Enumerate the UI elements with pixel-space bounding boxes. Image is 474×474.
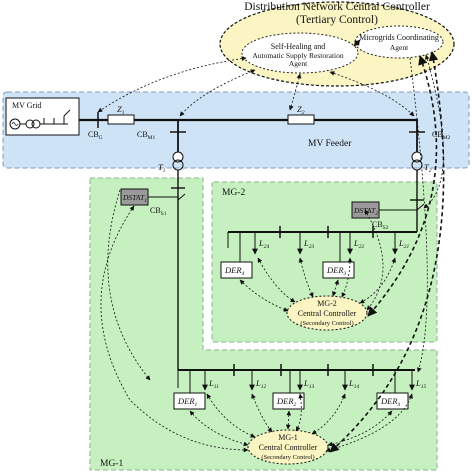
mg2-ctrl-line2: Central Controller: [298, 309, 357, 318]
impedance-z2: [287, 114, 315, 125]
mg1-ctrl-line1: MG-1: [278, 433, 298, 442]
shsr-agent: Self-Healing and Automatic Supply Restor…: [241, 32, 359, 74]
mca-agent-line2: Agent: [390, 43, 409, 52]
shsr-agent-line2: Automatic Supply Restoration: [252, 51, 343, 60]
mv-feeder-label: MV Feeder: [308, 139, 352, 149]
mg2-controller: MG-2 Central Controller (Secondary Contr…: [286, 295, 368, 331]
mv-grid-box: MV Grid: [5, 97, 80, 136]
mg1-der-1-label: DER2: [276, 396, 297, 408]
shsr-agent-line3: Agent: [289, 59, 308, 68]
dncc-title-line2: (Tertiary Control): [296, 14, 378, 26]
mg1-ctrl-line3: (Secondary Control): [261, 454, 314, 461]
cb-m1-label: CBM1: [137, 130, 156, 141]
mg1-dstatcom-label: DSTAT1: [122, 193, 147, 204]
agent-link: [353, 39, 361, 47]
mg2-load-0: L24: [258, 238, 269, 250]
impedance-z1: [107, 114, 135, 125]
mca-agent: Microgrids Coordinating Agent: [354, 25, 444, 59]
mg1-label: MG-1: [100, 459, 123, 469]
shsr-agent-line1: Self-Healing and: [271, 42, 325, 51]
t1-label: T1: [158, 162, 166, 174]
dncc-title-line1: Distribution Network Central Controller: [244, 1, 430, 13]
mg2-ctrl-line3: (Secondary Control): [300, 320, 353, 327]
mg1-ctrl-line2: Central Controller: [259, 443, 318, 452]
tertiary-links: [97, 51, 445, 453]
mg2-ctrl-line1: MG-2: [317, 299, 337, 308]
mg2-label: MG-2: [222, 188, 245, 198]
mg1-load-1: L12: [255, 378, 266, 390]
mca-agent-line1: Microgrids Coordinating: [359, 33, 439, 42]
mv-grid-label: MV Grid: [12, 101, 41, 110]
mg1-load-2: L13: [303, 378, 314, 390]
cb-g-label: CBG: [88, 130, 103, 141]
mg1-dstatcom-box: [120, 188, 149, 206]
mg1-controller: MG-1 Central Controller (Secondary Contr…: [247, 429, 329, 465]
mg2-load-1: L23: [303, 238, 314, 250]
dncc-controller: Distribution Network Central Controller …: [219, 1, 455, 87]
